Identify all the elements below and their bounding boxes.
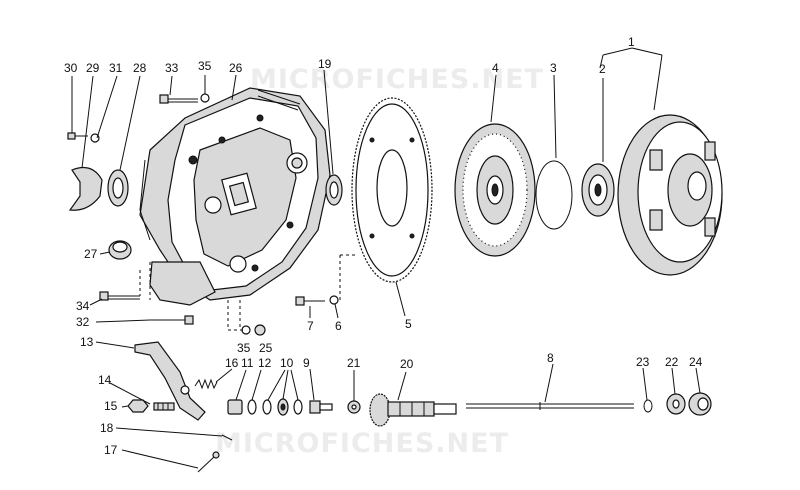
bearing-set-10: [262, 398, 303, 416]
spring-16: [194, 378, 218, 390]
seal-19: [325, 174, 343, 206]
callout-26: 26: [229, 61, 243, 75]
circlip-23: [643, 399, 653, 413]
nut-25: [254, 324, 266, 336]
callout-5: 5: [405, 317, 412, 331]
watermark-top: MICROFICHES.NET: [250, 64, 544, 95]
callout-25: 25: [259, 341, 273, 355]
seal-28: [107, 169, 129, 207]
thrust-bearing-2: [581, 163, 615, 217]
callout-14: 14: [98, 373, 112, 387]
callout-27: 27: [84, 247, 98, 261]
bolt-33: [159, 94, 198, 104]
callout-4: 4: [492, 61, 499, 75]
callout-12: 12: [258, 356, 272, 370]
lever-13: [134, 341, 206, 421]
callout-15: 15: [104, 399, 118, 413]
shaft-20: [369, 393, 457, 427]
callout-29: 29: [86, 61, 100, 75]
callout-28: 28: [133, 61, 147, 75]
callout-17: 17: [104, 443, 118, 457]
bolt-7: [295, 296, 325, 306]
washer-6: [329, 295, 339, 305]
callout-21: 21: [347, 356, 361, 370]
callout-16: 16: [225, 356, 239, 370]
watermark-bottom: MICROFICHES.NET: [215, 428, 509, 459]
callout-1: 1: [628, 35, 635, 49]
ring-12: [247, 399, 257, 415]
callout-10: 10: [280, 356, 294, 370]
cup-11: [227, 399, 243, 415]
callout-31: 31: [109, 61, 123, 75]
pin-18: [221, 434, 233, 441]
callout-7: 7: [307, 319, 314, 333]
callout-23: 23: [636, 355, 650, 369]
pushrod-9: [309, 400, 333, 414]
bolt-34: [99, 291, 140, 301]
callout-20: 20: [400, 357, 414, 371]
callout-numbers: 1 2 3 4 5 6 7 8 9 10 11 12 13 14 15 16 1…: [64, 35, 703, 457]
callout-13: 13: [80, 335, 94, 349]
callout-19: 19: [318, 57, 332, 71]
callout-8: 8: [547, 351, 554, 365]
rod-8: [466, 402, 634, 410]
washer-31: [90, 133, 100, 143]
clutch-disc: [454, 123, 536, 257]
callout-6: 6: [335, 319, 342, 333]
pressure-plate: [617, 114, 723, 276]
bracket-29: [68, 167, 103, 211]
callout-35-top: 35: [198, 59, 212, 73]
callout-34: 34: [76, 299, 90, 313]
nut-15: [127, 399, 149, 413]
callout-3: 3: [550, 61, 557, 75]
nut-24: [688, 392, 712, 416]
callout-11: 11: [241, 356, 254, 370]
circlip-3: [535, 160, 573, 230]
callout-9: 9: [303, 356, 310, 370]
callout-2: 2: [599, 62, 606, 76]
bolt-32: [150, 315, 194, 325]
callout-22: 22: [665, 355, 679, 369]
flywheel: [351, 97, 433, 283]
bushing-27: [108, 240, 132, 260]
callout-30: 30: [64, 61, 78, 75]
leader-lines: [71, 47, 701, 469]
clutch-housing: [139, 87, 331, 306]
callout-32: 32: [76, 315, 90, 329]
stud-14: [153, 402, 175, 411]
washer-35-top: [200, 93, 210, 103]
pin-17: [197, 451, 220, 473]
screw-30: [67, 132, 88, 140]
callout-35-bottom: 35: [237, 341, 251, 355]
washer-22: [666, 393, 686, 415]
callout-18: 18: [100, 421, 114, 435]
callout-33: 33: [165, 61, 179, 75]
washer-35-bottom: [241, 325, 251, 335]
callout-24: 24: [689, 355, 703, 369]
